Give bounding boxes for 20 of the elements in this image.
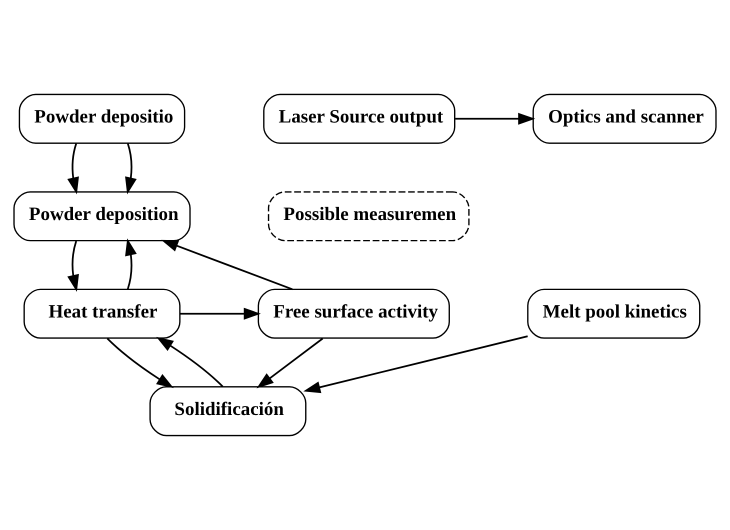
arrow bbox=[106, 338, 174, 388]
node-box: Laser Source output bbox=[263, 94, 456, 144]
node-box: Free surface activity bbox=[258, 288, 450, 339]
arrow bbox=[180, 308, 261, 320]
arrow bbox=[161, 240, 293, 290]
arrow bbox=[303, 335, 528, 394]
arrow bbox=[156, 336, 224, 388]
node-box: Melt pool kinetics bbox=[527, 288, 700, 339]
arrow bbox=[455, 112, 536, 125]
arrow bbox=[125, 238, 137, 290]
node-box: Heat transfer bbox=[24, 288, 181, 339]
arrow bbox=[67, 240, 79, 292]
node-box: Powder deposition bbox=[13, 191, 191, 242]
node-box: Optics and scanner bbox=[532, 94, 717, 144]
node-box: Powder depositio bbox=[18, 94, 186, 144]
arrow bbox=[67, 143, 79, 194]
arrow bbox=[256, 338, 324, 388]
node-box: Solidificación bbox=[149, 386, 306, 436]
arrow bbox=[125, 143, 137, 194]
node-box: Possible measuremen bbox=[268, 191, 470, 242]
